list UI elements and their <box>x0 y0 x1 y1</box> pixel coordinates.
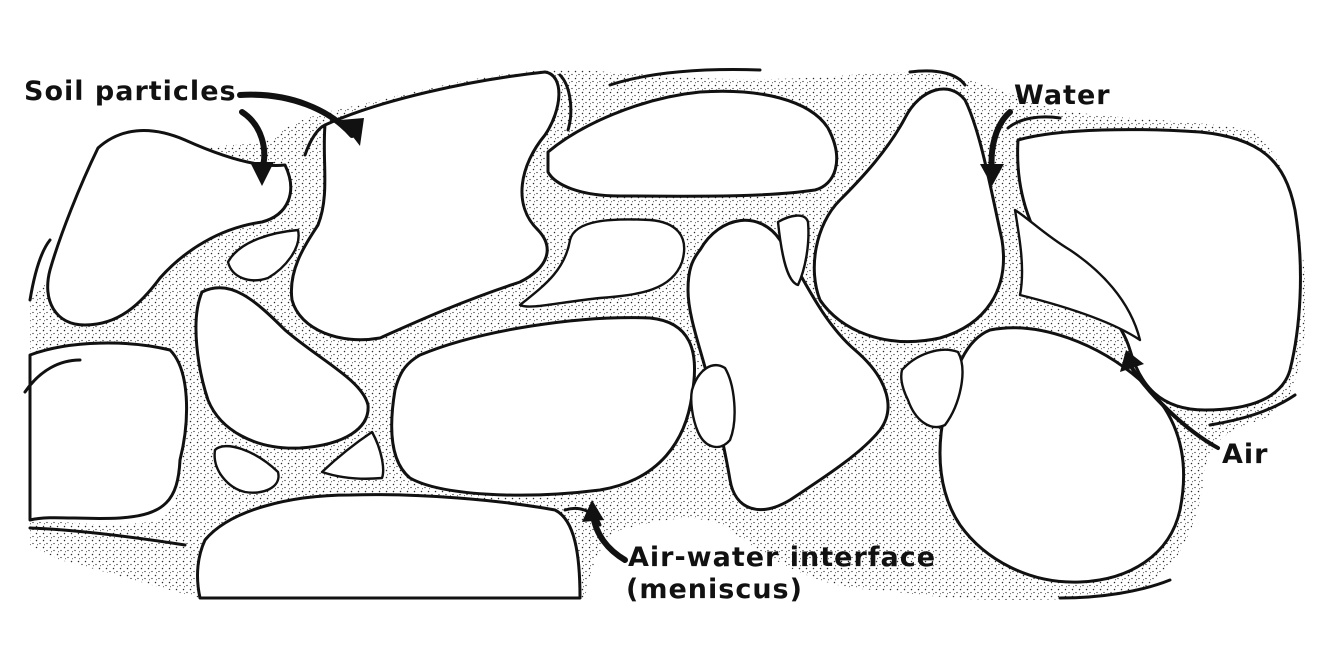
film-edge <box>558 73 573 132</box>
air-pocket <box>213 445 280 494</box>
film-edge <box>303 123 327 157</box>
film-edge <box>563 506 602 527</box>
film-edge <box>28 238 52 302</box>
air-pocket <box>226 228 300 282</box>
film-edge <box>1208 393 1297 427</box>
film-edge <box>608 68 762 87</box>
meniscus-arrow <box>582 500 628 563</box>
air-pocket <box>776 214 810 287</box>
soil-grain <box>28 341 188 522</box>
film-edge <box>28 526 187 547</box>
air-pocket <box>320 430 385 480</box>
film-edge <box>1006 115 1062 130</box>
film-edge <box>1058 578 1172 600</box>
soil-grain <box>194 286 370 450</box>
soil-grain <box>812 87 1005 343</box>
label-soil-particles: Soil particles <box>24 76 237 107</box>
air-arrow <box>1120 350 1220 450</box>
label-water: Water <box>1014 80 1111 111</box>
film-edge <box>908 69 967 87</box>
soil-grain <box>390 316 697 497</box>
film-edge <box>23 358 82 394</box>
label-interface-line1: Air-water interface <box>628 542 936 573</box>
label-interface-line2: (meniscus) <box>626 574 803 605</box>
water-arrow <box>980 109 1013 186</box>
label-air: Air <box>1222 439 1268 470</box>
air-pocket <box>900 348 964 429</box>
soil-particles-arrows <box>237 91 364 186</box>
soil-grain <box>46 129 293 327</box>
air-pocket <box>518 218 686 308</box>
air-pocket <box>1013 208 1142 342</box>
soil-grain <box>546 89 839 198</box>
soil-grain <box>196 493 582 600</box>
air-pocket <box>690 364 736 449</box>
